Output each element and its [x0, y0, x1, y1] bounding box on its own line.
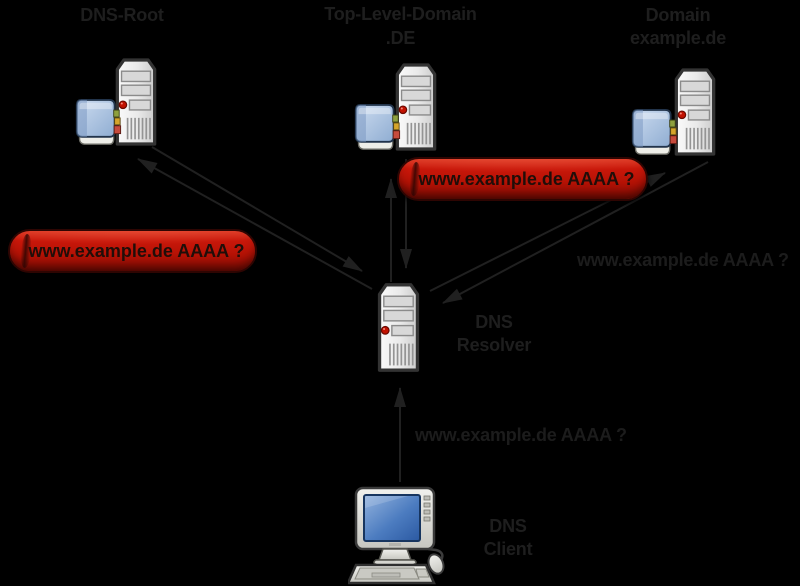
arrow-domain-to-resolver: [442, 161, 709, 304]
arrows: [137, 146, 709, 482]
zone-book-icon: [354, 103, 401, 151]
zone-book-icon: [631, 108, 678, 156]
query-bubble-tld-text: www.example.de AAAA ?: [418, 168, 635, 189]
arrow-resolver-to-root: [137, 158, 373, 290]
node-tld: [354, 63, 437, 151]
node-dns-root: [75, 58, 157, 146]
label-domain: Domain example.de: [629, 5, 727, 48]
arrow-root-to-resolver: [151, 146, 363, 272]
query-text-client: www.example.de AAAA ?: [415, 425, 627, 445]
query-bubble-tld: www.example.de AAAA ?: [397, 157, 648, 201]
server-icon: [115, 58, 157, 146]
node-resolver: [377, 283, 420, 372]
server-icon: [377, 283, 420, 372]
node-client: [348, 486, 448, 585]
label-resolver: DNS Resolver: [456, 312, 532, 355]
zone-book-icon: [75, 98, 122, 146]
label-dns-root: DNS-Root: [80, 5, 164, 25]
query-bubble-root-text: www.example.de AAAA ?: [28, 240, 245, 261]
label-tld: Top-Level-Domain .DE: [324, 4, 477, 48]
label-client: DNS Client: [483, 516, 533, 559]
query-bubble-root: www.example.de AAAA ?: [8, 229, 257, 273]
server-icon: [395, 63, 437, 151]
server-icon: [674, 68, 716, 156]
query-text-domain: www.example.de AAAA ?: [577, 250, 789, 270]
node-domain: [631, 68, 716, 156]
computer-icon: [348, 486, 448, 585]
